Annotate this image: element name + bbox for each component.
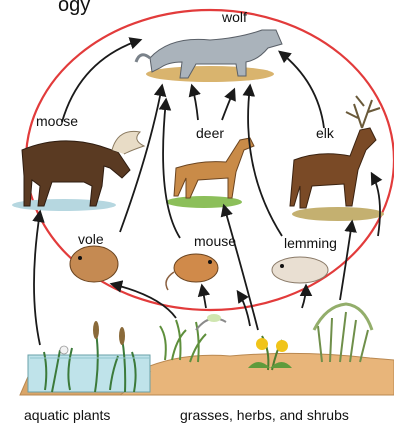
vole-icon	[70, 246, 118, 282]
label-elk: elk	[316, 126, 334, 140]
label-moose: moose	[36, 114, 78, 128]
label-mouse: mouse	[194, 234, 236, 248]
shrub-icon	[314, 304, 372, 362]
food-web-arrows	[34, 40, 380, 345]
label-wolf: wolf	[222, 10, 247, 24]
label-aquatic-plants: aquatic plants	[24, 408, 110, 422]
label-vole: vole	[78, 232, 104, 246]
arrow-moose-wolf	[62, 40, 140, 122]
arrow-grass-mouse	[202, 286, 206, 308]
elk-icon	[290, 96, 384, 221]
wolf-icon	[136, 30, 282, 82]
arrow-elk-wolf	[280, 52, 324, 128]
grass-icon	[160, 314, 226, 362]
arrow-aquatic-moose	[34, 212, 40, 345]
aquatic-plants-icon	[28, 321, 150, 392]
arrow-deer-wolf-2	[222, 90, 234, 120]
arrow-vole-wolf	[120, 86, 162, 232]
arrow-shrub-elk	[340, 222, 352, 300]
lemming-icon	[272, 257, 328, 283]
mouse-icon	[166, 254, 218, 290]
arrow-lemming-wolf	[248, 86, 282, 236]
arrow-grass-deer	[224, 206, 258, 330]
deer-icon	[166, 138, 254, 208]
arrow-deer-wolf	[192, 86, 198, 120]
label-deer: deer	[196, 126, 224, 140]
label-grasses-herbs-shrubs: grasses, herbs, and shrubs	[180, 408, 349, 422]
label-lemming: lemming	[284, 236, 337, 250]
